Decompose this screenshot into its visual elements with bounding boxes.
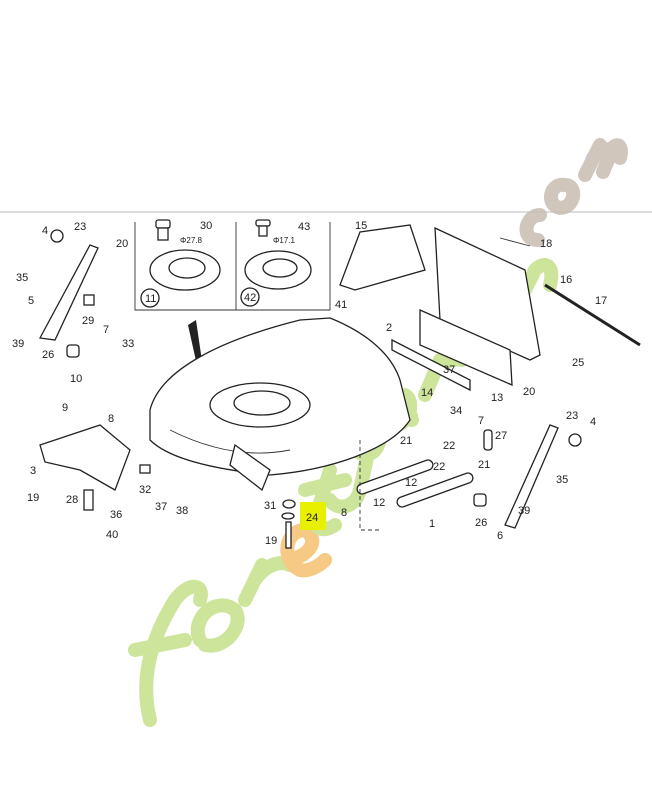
inset-label: 11 [145, 293, 156, 305]
inset-label: 42 [244, 292, 256, 304]
callout-19: 19 [27, 492, 39, 504]
callout-3: 3 [30, 465, 36, 477]
callout-4: 4 [42, 225, 48, 237]
callout-13: 13 [491, 392, 503, 404]
callout-27: 27 [495, 430, 507, 442]
callout-35: 35 [16, 272, 28, 284]
inset-11 [134, 219, 237, 311]
callout-22: 22 [433, 461, 445, 473]
callout-22: 22 [443, 440, 455, 452]
callout-38: 38 [176, 505, 188, 517]
callout-16: 16 [560, 274, 572, 286]
callout-34: 34 [450, 405, 462, 417]
callout-21: 21 [400, 435, 412, 447]
callout-26: 26 [42, 349, 54, 361]
callout-15: 15 [355, 220, 367, 232]
callout-25: 25 [572, 357, 584, 369]
callout-33: 33 [122, 338, 134, 350]
callout-43: 43 [298, 221, 310, 233]
callout-30: 30 [200, 220, 212, 232]
callout-1: 1 [429, 518, 435, 530]
callout-14: 14 [421, 387, 433, 399]
callout-10: 10 [70, 373, 82, 385]
callout-20: 20 [523, 386, 535, 398]
callout-9: 9 [62, 402, 68, 414]
inset-42 [236, 219, 331, 311]
callout-12: 12 [373, 497, 385, 509]
callout-24: 24 [306, 512, 318, 524]
callout-4: 4 [590, 416, 596, 428]
callout-19: 19 [265, 535, 277, 547]
dimension-label: Φ27.8 [180, 236, 203, 245]
callout-28: 28 [66, 494, 78, 506]
mower-deck [149, 317, 411, 492]
callout-5: 5 [28, 295, 34, 307]
grass-bag [339, 224, 641, 392]
callout-7: 7 [478, 415, 484, 427]
callout-17: 17 [595, 295, 607, 307]
callout-6: 6 [497, 530, 503, 542]
highlight-part-24 [300, 502, 326, 530]
callout-21: 21 [478, 459, 490, 471]
right-handle-bracket [473, 424, 582, 529]
callout-35: 35 [556, 474, 568, 486]
callout-12: 12 [405, 477, 417, 489]
callout-7: 7 [103, 324, 109, 336]
callout-23: 23 [566, 410, 578, 422]
height-adjust-links [356, 429, 493, 531]
callout-39: 39 [518, 505, 530, 517]
callout-23: 23 [74, 221, 86, 233]
callout-39: 39 [12, 338, 24, 350]
front-axle-bracket [39, 424, 151, 511]
left-handle-bracket [38, 229, 99, 358]
callout-29: 29 [82, 315, 94, 327]
callout-20: 20 [116, 238, 128, 250]
callout-36: 36 [110, 509, 122, 521]
callout-8: 8 [341, 507, 347, 519]
dimension-label: Φ17.1 [273, 236, 296, 245]
callout-32: 32 [139, 484, 151, 496]
callout-18: 18 [540, 238, 552, 250]
callout-8: 8 [108, 413, 114, 425]
bolt-stack-24 [281, 499, 296, 549]
callout-41: 41 [335, 299, 347, 311]
callout-37: 37 [155, 501, 167, 513]
callout-26: 26 [475, 517, 487, 529]
callout-2: 2 [386, 322, 392, 334]
callout-31: 31 [264, 500, 276, 512]
callout-40: 40 [106, 529, 118, 541]
callout-37: 37 [443, 364, 455, 376]
